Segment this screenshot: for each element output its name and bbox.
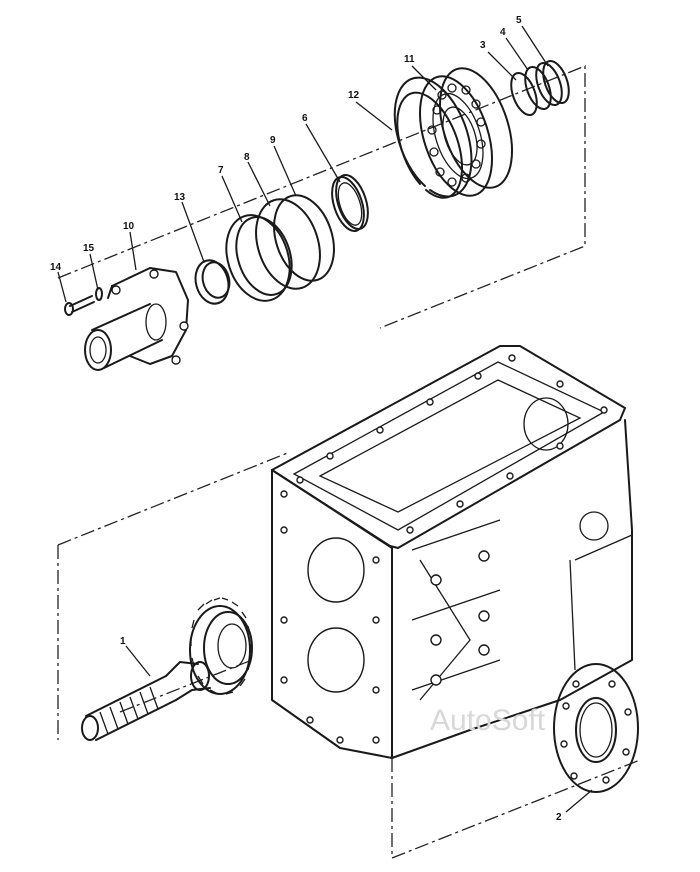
label-13: 13	[174, 192, 186, 203]
rear-flange-gasket	[553, 663, 639, 793]
ring-6	[331, 174, 369, 232]
label-11: 11	[404, 54, 415, 65]
label-2: 2	[556, 812, 562, 823]
label-5: 5	[516, 15, 522, 26]
label-14: 14	[50, 262, 62, 273]
label-6: 6	[302, 113, 308, 124]
seal-13	[194, 259, 231, 305]
label-1: 1	[120, 636, 126, 647]
assembly-axis-line	[57, 65, 641, 859]
label-7: 7	[218, 165, 224, 176]
snap-rings-3-4-5	[510, 59, 570, 117]
bearing-retainer-10	[84, 267, 189, 371]
leader-lines	[57, 25, 593, 813]
label-10: 10	[123, 221, 135, 232]
label-3: 3	[480, 40, 486, 51]
retaining-ring-12	[393, 76, 473, 199]
o-rings-7-8-9	[225, 194, 335, 302]
label-8: 8	[244, 152, 250, 163]
bolt-14-washer-15	[64, 287, 103, 316]
input-shaft-gear	[81, 597, 253, 741]
label-4: 4	[500, 27, 506, 38]
gearbox-housing	[271, 345, 633, 759]
label-12: 12	[348, 90, 360, 101]
label-9: 9	[270, 135, 276, 146]
bearing	[419, 67, 513, 197]
label-15: 15	[83, 243, 95, 254]
watermark: AutoSoft	[430, 704, 546, 737]
